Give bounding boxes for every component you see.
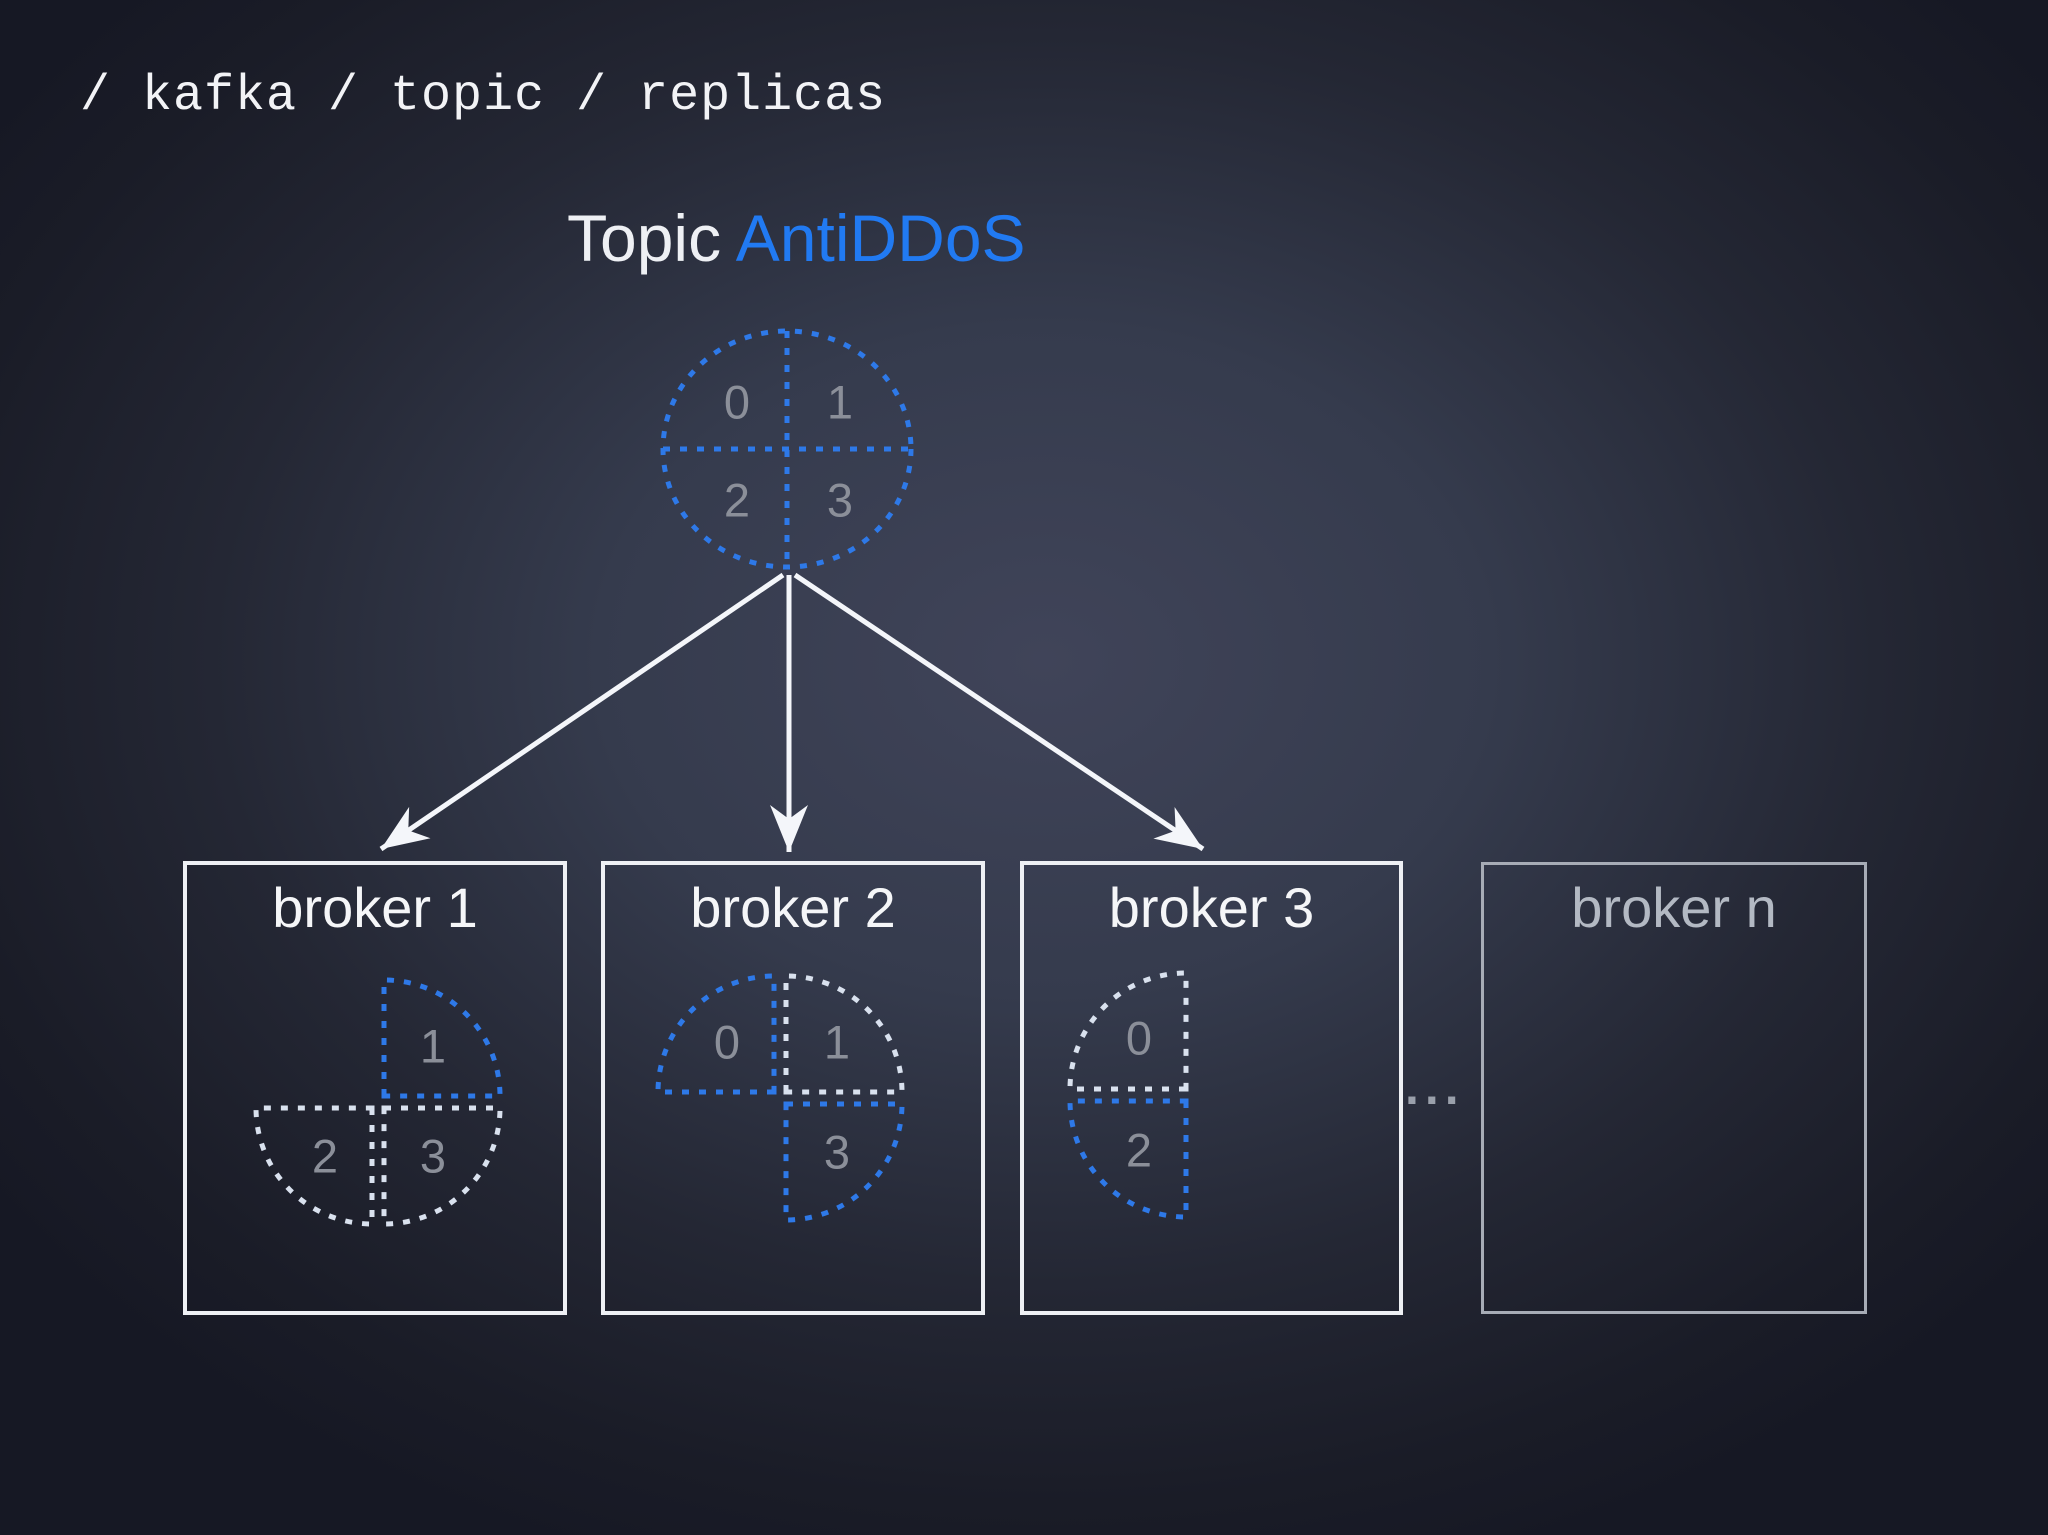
partition-slice-leader bbox=[783, 1101, 905, 1223]
broker-2-partitions: 0 1 3 bbox=[655, 973, 905, 1223]
partition-number: 1 bbox=[824, 1015, 850, 1068]
partition-number: 0 bbox=[714, 1015, 740, 1068]
more-brokers-ellipsis: ... bbox=[1405, 1059, 1465, 1115]
partition-number: 0 bbox=[1126, 1011, 1152, 1064]
topic-partition-circle: 0 1 2 3 bbox=[660, 328, 914, 570]
broker-1-title: broker 1 bbox=[272, 876, 478, 939]
partition-number: 1 bbox=[827, 375, 853, 428]
broker-3-partitions: 0 2 bbox=[1067, 970, 1189, 1220]
broker-n-title: broker n bbox=[1571, 876, 1777, 939]
partition-slice-leader bbox=[381, 977, 503, 1099]
partition-number: 1 bbox=[420, 1019, 446, 1072]
broker-3-title: broker 3 bbox=[1108, 876, 1315, 939]
arrow-to-broker-1 bbox=[379, 572, 785, 852]
breadcrumb: / kafka / topic / replicas bbox=[80, 68, 887, 125]
broker-3-box: broker 3 bbox=[1020, 861, 1403, 1315]
partition-number: 3 bbox=[827, 473, 853, 526]
partition-number: 2 bbox=[724, 473, 750, 526]
topic-name: AntiDDoS bbox=[735, 201, 1026, 275]
page-title: Topic AntiDDoS bbox=[567, 200, 1026, 276]
broker-2-box: broker 2 bbox=[601, 861, 985, 1315]
partition-slice-replica bbox=[381, 1105, 503, 1227]
partition-slice-replica bbox=[783, 973, 905, 1095]
partition-number: 2 bbox=[1126, 1123, 1152, 1176]
broker-1-box: broker 1 bbox=[183, 861, 567, 1315]
partition-slice-leader bbox=[1067, 1098, 1189, 1220]
partition-number: 3 bbox=[824, 1125, 850, 1178]
broker-1-partitions: 1 2 3 bbox=[253, 977, 503, 1227]
partition-number: 3 bbox=[420, 1129, 446, 1182]
partition-number: 0 bbox=[724, 375, 750, 428]
broker-2-title: broker 2 bbox=[690, 876, 896, 939]
arrow-to-broker-3 bbox=[793, 572, 1205, 852]
broker-n-box: broker n bbox=[1481, 862, 1867, 1314]
partition-number: 2 bbox=[312, 1129, 338, 1182]
partition-slice-replica bbox=[1067, 970, 1189, 1092]
topic-label: Topic bbox=[567, 201, 736, 275]
partition-slice-replica bbox=[253, 1105, 375, 1227]
distribution-arrows bbox=[379, 572, 1205, 852]
partition-slice-leader bbox=[655, 973, 777, 1095]
